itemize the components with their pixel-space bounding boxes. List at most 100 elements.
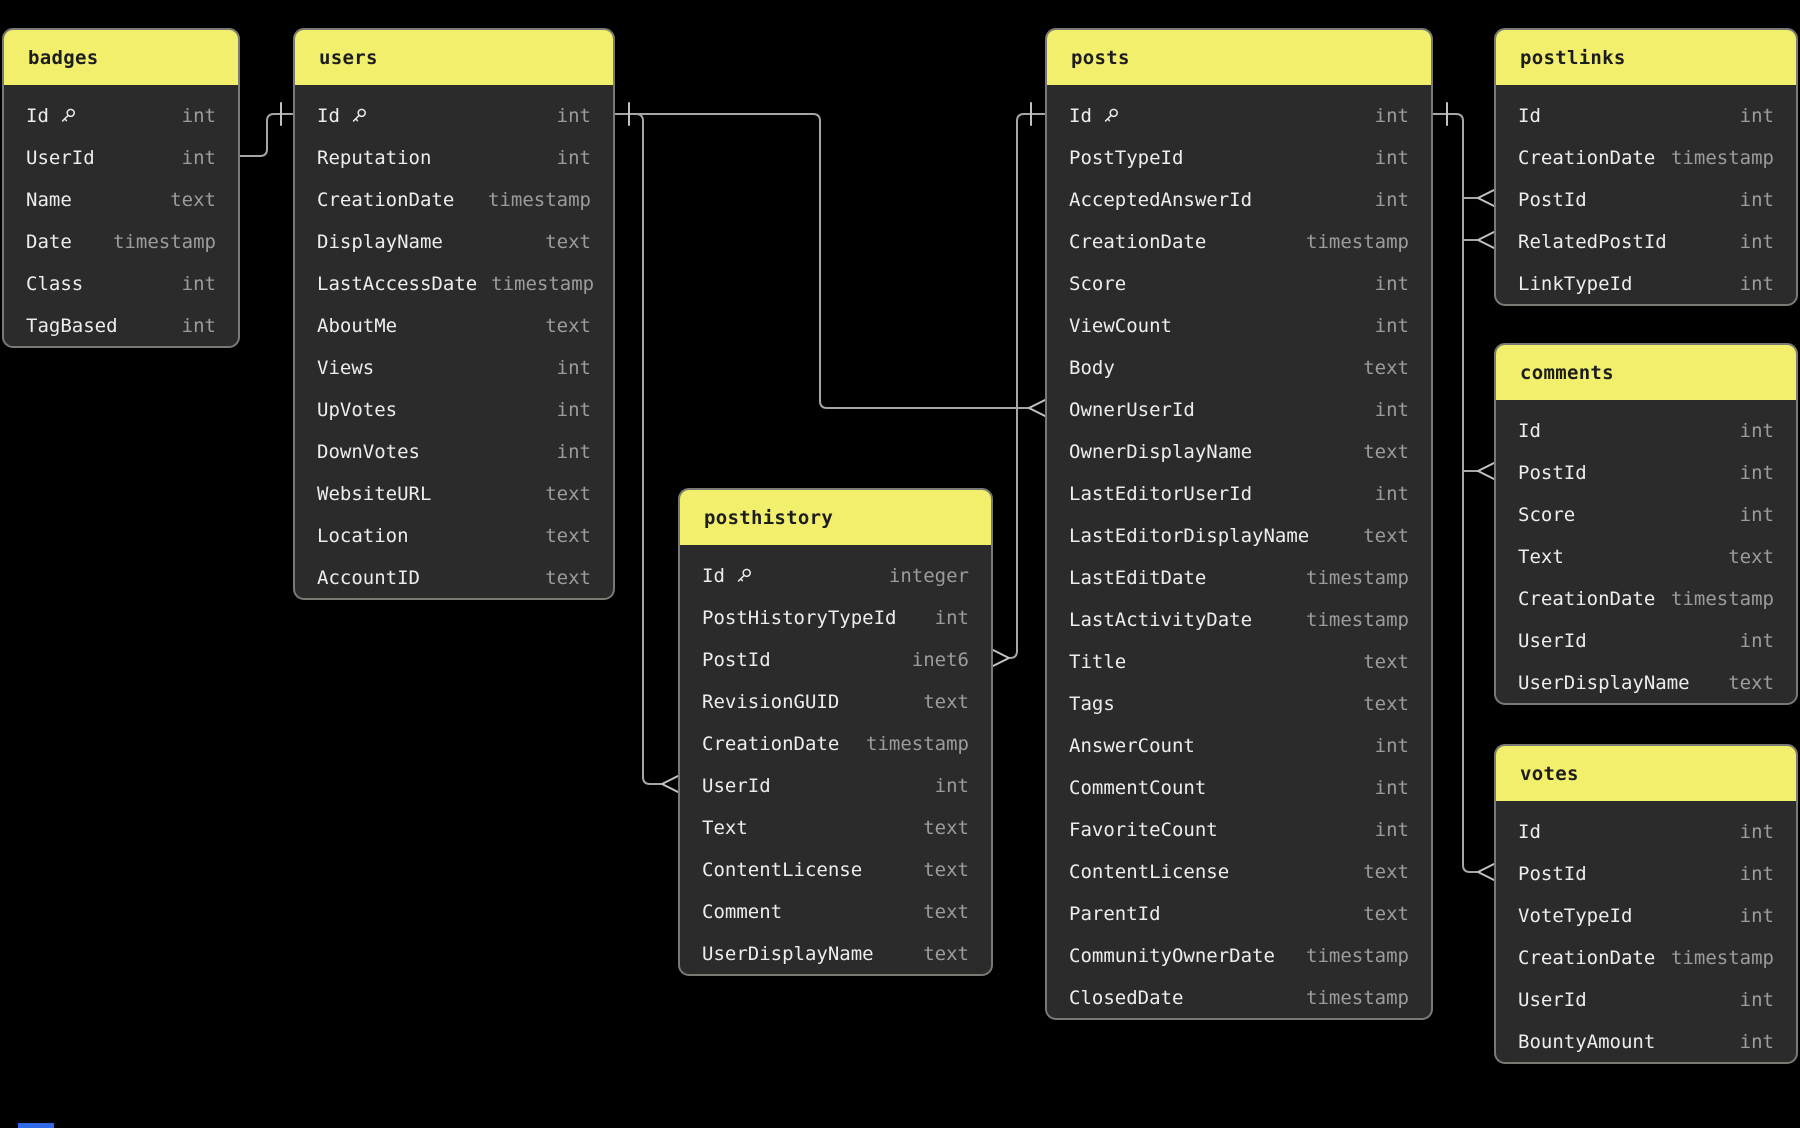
field-row-users-WebsiteURL: WebsiteURL text bbox=[295, 473, 613, 515]
field-type: int bbox=[556, 357, 591, 379]
table-header[interactable]: users bbox=[295, 30, 613, 85]
field-name: AboutMe bbox=[317, 315, 398, 337]
field-row-posts-LastActivityDate: LastActivityDate timestamp bbox=[1047, 599, 1431, 641]
field-name: CreationDate bbox=[1518, 947, 1656, 969]
field-type: int bbox=[181, 315, 216, 337]
field-type: text bbox=[170, 189, 216, 211]
field-row-users-Location: Location text bbox=[295, 515, 613, 557]
table-header[interactable]: posthistory bbox=[680, 490, 991, 545]
field-type: int bbox=[1739, 273, 1774, 295]
table-card-postlinks[interactable]: postlinks Id int CreationDate timestamp … bbox=[1494, 28, 1798, 306]
field-type: text bbox=[1363, 357, 1409, 379]
field-type: int bbox=[556, 105, 591, 127]
field-row-users-Views: Views int bbox=[295, 347, 613, 389]
field-type: text bbox=[923, 943, 969, 965]
field-row-posthistory-UserDisplayName: UserDisplayName text bbox=[680, 933, 991, 974]
field-type: int bbox=[181, 273, 216, 295]
field-type: int bbox=[1374, 147, 1409, 169]
table-header[interactable]: badges bbox=[4, 30, 238, 85]
field-name: OwnerUserId bbox=[1069, 399, 1195, 421]
field-type: text bbox=[1728, 672, 1774, 694]
crow-foot-many-marker bbox=[1477, 231, 1495, 249]
table-header[interactable]: postlinks bbox=[1496, 30, 1796, 85]
table-title: users bbox=[319, 46, 378, 69]
field-row-comments-UserDisplayName: UserDisplayName text bbox=[1496, 662, 1796, 703]
field-type: timestamp bbox=[1306, 231, 1409, 253]
table-rows: Id int PostTypeId int AcceptedAnswerId i… bbox=[1047, 85, 1431, 1018]
table-card-badges[interactable]: badges Id int UserId int Name text Date … bbox=[2, 28, 240, 348]
field-type: int bbox=[1374, 777, 1409, 799]
field-row-posthistory-Id: Id integer bbox=[680, 555, 991, 597]
table-rows: Id int PostId int VoteTypeId int Creatio… bbox=[1496, 801, 1796, 1062]
relationship-line-posts-votes bbox=[1432, 113, 1479, 873]
field-type: text bbox=[923, 859, 969, 881]
field-type: text bbox=[1363, 903, 1409, 925]
field-type: int bbox=[1374, 105, 1409, 127]
table-card-users[interactable]: users Id int Reputation int CreationDate… bbox=[293, 28, 615, 600]
table-rows: Id integer PostHistoryTypeId int PostId … bbox=[680, 545, 991, 974]
field-row-comments-UserId: UserId int bbox=[1496, 620, 1796, 662]
table-header[interactable]: comments bbox=[1496, 345, 1796, 400]
field-row-posts-OwnerDisplayName: OwnerDisplayName text bbox=[1047, 431, 1431, 473]
field-name: Title bbox=[1069, 651, 1127, 673]
field-name: Date bbox=[26, 231, 72, 253]
field-row-users-UpVotes: UpVotes int bbox=[295, 389, 613, 431]
field-row-votes-VoteTypeId: VoteTypeId int bbox=[1496, 895, 1796, 937]
field-name: Id bbox=[1518, 105, 1541, 127]
crow-foot-many-marker bbox=[661, 775, 679, 793]
table-header[interactable]: votes bbox=[1496, 746, 1796, 801]
table-card-posts[interactable]: posts Id int PostTypeId int AcceptedAnsw… bbox=[1045, 28, 1433, 1020]
field-name: TagBased bbox=[26, 315, 118, 337]
field-name: PostHistoryTypeId bbox=[702, 607, 897, 629]
field-name: DownVotes bbox=[317, 441, 420, 463]
field-row-badges-Class: Class int bbox=[4, 263, 238, 305]
table-card-posthistory[interactable]: posthistory Id integer PostHistoryTypeId… bbox=[678, 488, 993, 976]
table-rows: Id int CreationDate timestamp PostId int… bbox=[1496, 85, 1796, 304]
table-card-votes[interactable]: votes Id int PostId int VoteTypeId int C… bbox=[1494, 744, 1798, 1064]
table-card-comments[interactable]: comments Id int PostId int Score int Tex… bbox=[1494, 343, 1798, 705]
field-row-comments-Id: Id int bbox=[1496, 410, 1796, 452]
field-type: timestamp bbox=[1671, 147, 1774, 169]
field-name: UserId bbox=[1518, 989, 1587, 1011]
field-row-badges-Name: Name text bbox=[4, 179, 238, 221]
field-type: int bbox=[1739, 1031, 1774, 1053]
field-row-posthistory-UserId: UserId int bbox=[680, 765, 991, 807]
field-name: Reputation bbox=[317, 147, 432, 169]
field-name: ViewCount bbox=[1069, 315, 1172, 337]
field-type: timestamp bbox=[488, 189, 591, 211]
field-row-posthistory-ContentLicense: ContentLicense text bbox=[680, 849, 991, 891]
field-row-posts-LastEditorUserId: LastEditorUserId int bbox=[1047, 473, 1431, 515]
relationship-line-users-posts bbox=[614, 113, 1030, 409]
table-title: badges bbox=[28, 46, 99, 69]
field-row-posts-Id: Id int bbox=[1047, 95, 1431, 137]
field-name: FavoriteCount bbox=[1069, 819, 1218, 841]
field-name: CreationDate bbox=[1518, 588, 1656, 610]
field-name: Id bbox=[702, 565, 753, 587]
field-row-badges-UserId: UserId int bbox=[4, 137, 238, 179]
field-row-posts-OwnerUserId: OwnerUserId int bbox=[1047, 389, 1431, 431]
field-row-posts-FavoriteCount: FavoriteCount int bbox=[1047, 809, 1431, 851]
field-type: int bbox=[556, 441, 591, 463]
field-name: Id bbox=[1518, 821, 1541, 843]
field-name: CreationDate bbox=[1069, 231, 1207, 253]
field-type: int bbox=[934, 775, 969, 797]
field-name: CreationDate bbox=[1518, 147, 1656, 169]
relationship-line-users-posthistory bbox=[614, 113, 663, 785]
table-header[interactable]: posts bbox=[1047, 30, 1431, 85]
field-name: ParentId bbox=[1069, 903, 1161, 925]
field-name: LastEditorDisplayName bbox=[1069, 525, 1310, 547]
field-row-posts-ParentId: ParentId text bbox=[1047, 893, 1431, 935]
field-type: text bbox=[1728, 546, 1774, 568]
crow-foot-many-marker bbox=[1477, 462, 1495, 480]
crow-foot-many-marker bbox=[1477, 189, 1495, 207]
field-name: UpVotes bbox=[317, 399, 398, 421]
field-row-users-CreationDate: CreationDate timestamp bbox=[295, 179, 613, 221]
field-name: PostId bbox=[702, 649, 771, 671]
relationship-line-posts-posthistory bbox=[1008, 113, 1046, 659]
field-row-posthistory-PostHistoryTypeId: PostHistoryTypeId int bbox=[680, 597, 991, 639]
field-row-votes-BountyAmount: BountyAmount int bbox=[1496, 1021, 1796, 1062]
field-name: AcceptedAnswerId bbox=[1069, 189, 1253, 211]
field-row-badges-Date: Date timestamp bbox=[4, 221, 238, 263]
field-row-postlinks-Id: Id int bbox=[1496, 95, 1796, 137]
